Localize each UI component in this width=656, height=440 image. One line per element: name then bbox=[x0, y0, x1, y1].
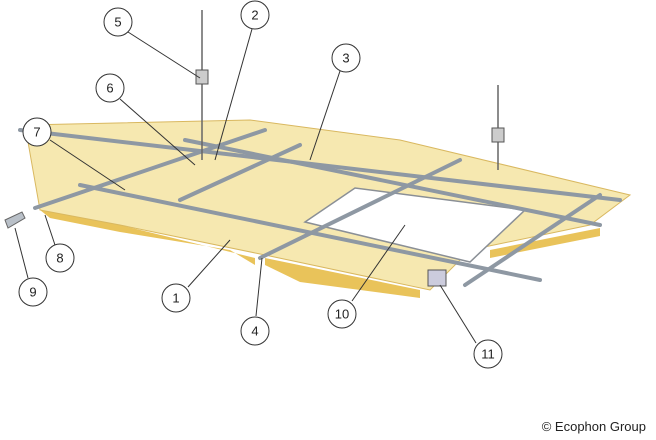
callout-4 bbox=[240, 316, 270, 346]
panel-edge-left bbox=[40, 210, 130, 232]
callout-label: 8 bbox=[56, 251, 63, 266]
callout-label: 1 bbox=[172, 291, 179, 306]
callout-label: 11 bbox=[481, 347, 495, 362]
callout-2 bbox=[240, 0, 270, 30]
panel-edge-front2 bbox=[265, 258, 420, 298]
copyright-text: © Ecophon Group bbox=[541, 419, 646, 434]
callout-11 bbox=[473, 339, 503, 369]
callout-3 bbox=[331, 43, 361, 73]
hanger-clip bbox=[491, 127, 505, 143]
callout-label: 6 bbox=[106, 81, 113, 96]
panel-edge-front bbox=[120, 225, 255, 265]
bracket bbox=[427, 269, 447, 287]
grid-rails bbox=[18, 128, 622, 287]
callout-7 bbox=[22, 117, 52, 147]
callout-label: 5 bbox=[114, 15, 121, 30]
callout-9 bbox=[18, 277, 48, 307]
callout-1 bbox=[161, 283, 191, 313]
callouts bbox=[18, 0, 503, 369]
callout-label: 3 bbox=[342, 51, 349, 66]
callout-label: 7 bbox=[33, 125, 40, 140]
edge-trim-piece bbox=[4, 211, 26, 229]
callout-5 bbox=[103, 7, 133, 37]
ceiling-panels bbox=[24, 119, 632, 291]
hanger-clip bbox=[195, 69, 209, 85]
callout-6 bbox=[95, 73, 125, 103]
callout-label: 2 bbox=[251, 8, 258, 23]
callout-label: 9 bbox=[29, 285, 36, 300]
callout-label: 10 bbox=[335, 307, 349, 322]
callout-label: 4 bbox=[251, 324, 258, 339]
callout-8 bbox=[45, 243, 75, 273]
leader-lines bbox=[14, 28, 477, 344]
callout-10 bbox=[327, 299, 357, 329]
